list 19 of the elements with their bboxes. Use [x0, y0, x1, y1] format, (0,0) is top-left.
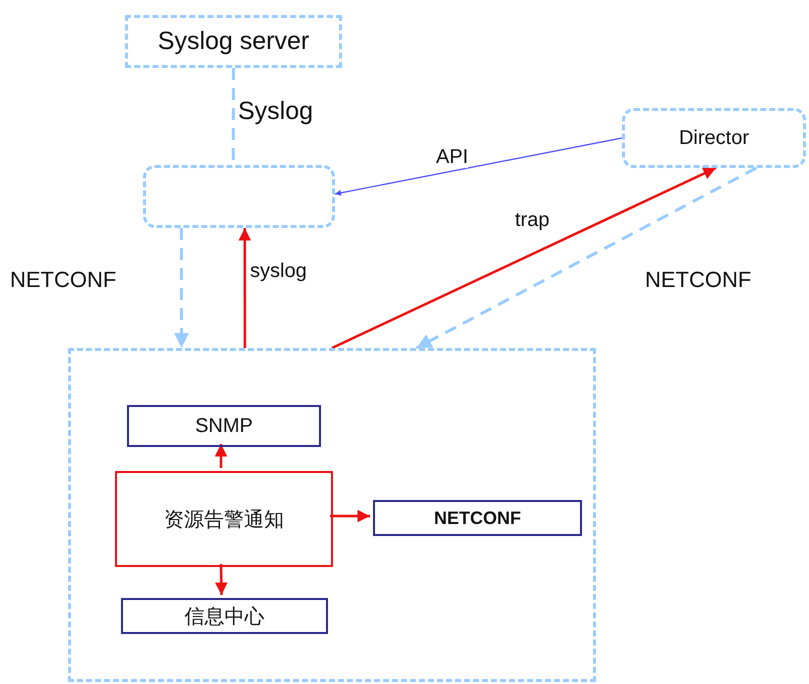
protocol-box: NETCONF [373, 500, 582, 536]
process-box: 资源告警通知 [115, 471, 333, 567]
arrow [334, 137, 622, 196]
module-box: 信息中心 [121, 598, 328, 634]
edge-label: API [436, 146, 468, 168]
arrow [331, 166, 716, 350]
arrow [416, 166, 758, 350]
server-box: Syslog server [125, 15, 342, 68]
arrow [330, 510, 370, 522]
arrow [214, 444, 228, 468]
arrow [215, 564, 228, 596]
device-frame [68, 348, 596, 682]
controller-box [143, 165, 335, 228]
arrow [174, 228, 189, 348]
controller-box: Director [622, 108, 806, 168]
edge-label: Syslog [238, 98, 314, 126]
protocol-box: SNMP [127, 405, 321, 447]
arrow [238, 228, 252, 348]
edge-label: syslog [250, 260, 307, 282]
